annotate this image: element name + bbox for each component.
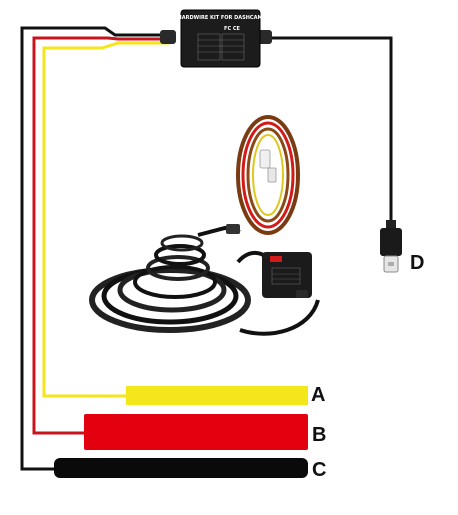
converter-module: HARDWIRE KIT FOR DASHCAM FC CE <box>160 9 272 68</box>
black-wire <box>20 26 170 471</box>
module-marks: FC CE <box>224 26 240 32</box>
yellow-wire <box>42 41 170 398</box>
usb-c-connector <box>380 220 402 273</box>
label-c: C <box>312 459 326 481</box>
red-terminal-bar <box>84 414 308 450</box>
black-terminal-bar <box>54 458 308 478</box>
red-wire <box>32 36 170 435</box>
yellow-terminal-bar <box>126 386 308 405</box>
label-a: A <box>311 384 325 406</box>
product-photo <box>89 115 320 336</box>
module-title: HARDWIRE KIT FOR DASHCAM <box>178 15 263 21</box>
module-spec-block <box>197 33 245 61</box>
usb-output-cable <box>262 36 393 222</box>
label-d: D <box>410 252 424 274</box>
label-b: B <box>312 424 326 446</box>
